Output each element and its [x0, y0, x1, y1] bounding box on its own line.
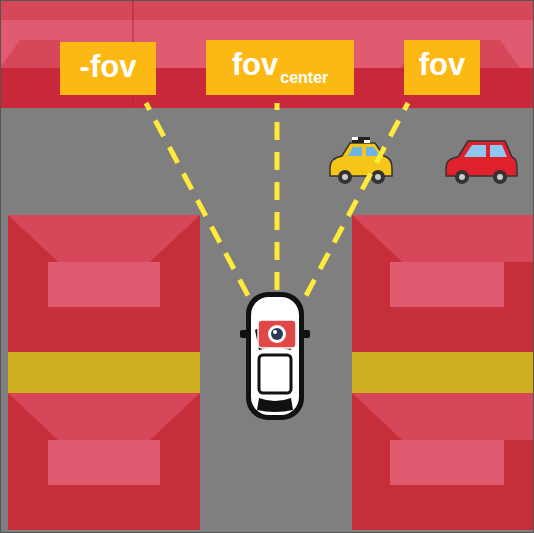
right-building	[352, 215, 534, 530]
fov-label: fov	[232, 46, 279, 83]
fov-label: -fov	[80, 48, 137, 85]
fov-label: fov	[419, 46, 466, 83]
fov-label-box: fovcenter	[206, 40, 354, 95]
fov-label-box: -fov	[60, 42, 156, 95]
fov-label-box: fov	[404, 40, 480, 95]
taxi-icon	[330, 137, 392, 184]
fov-lines	[146, 103, 408, 322]
top-roof	[0, 0, 534, 20]
top-building	[0, 0, 534, 108]
left-building	[8, 215, 200, 530]
fov-subscript: center	[280, 68, 328, 87]
ego-car	[240, 292, 310, 420]
red-car-icon	[446, 141, 517, 184]
